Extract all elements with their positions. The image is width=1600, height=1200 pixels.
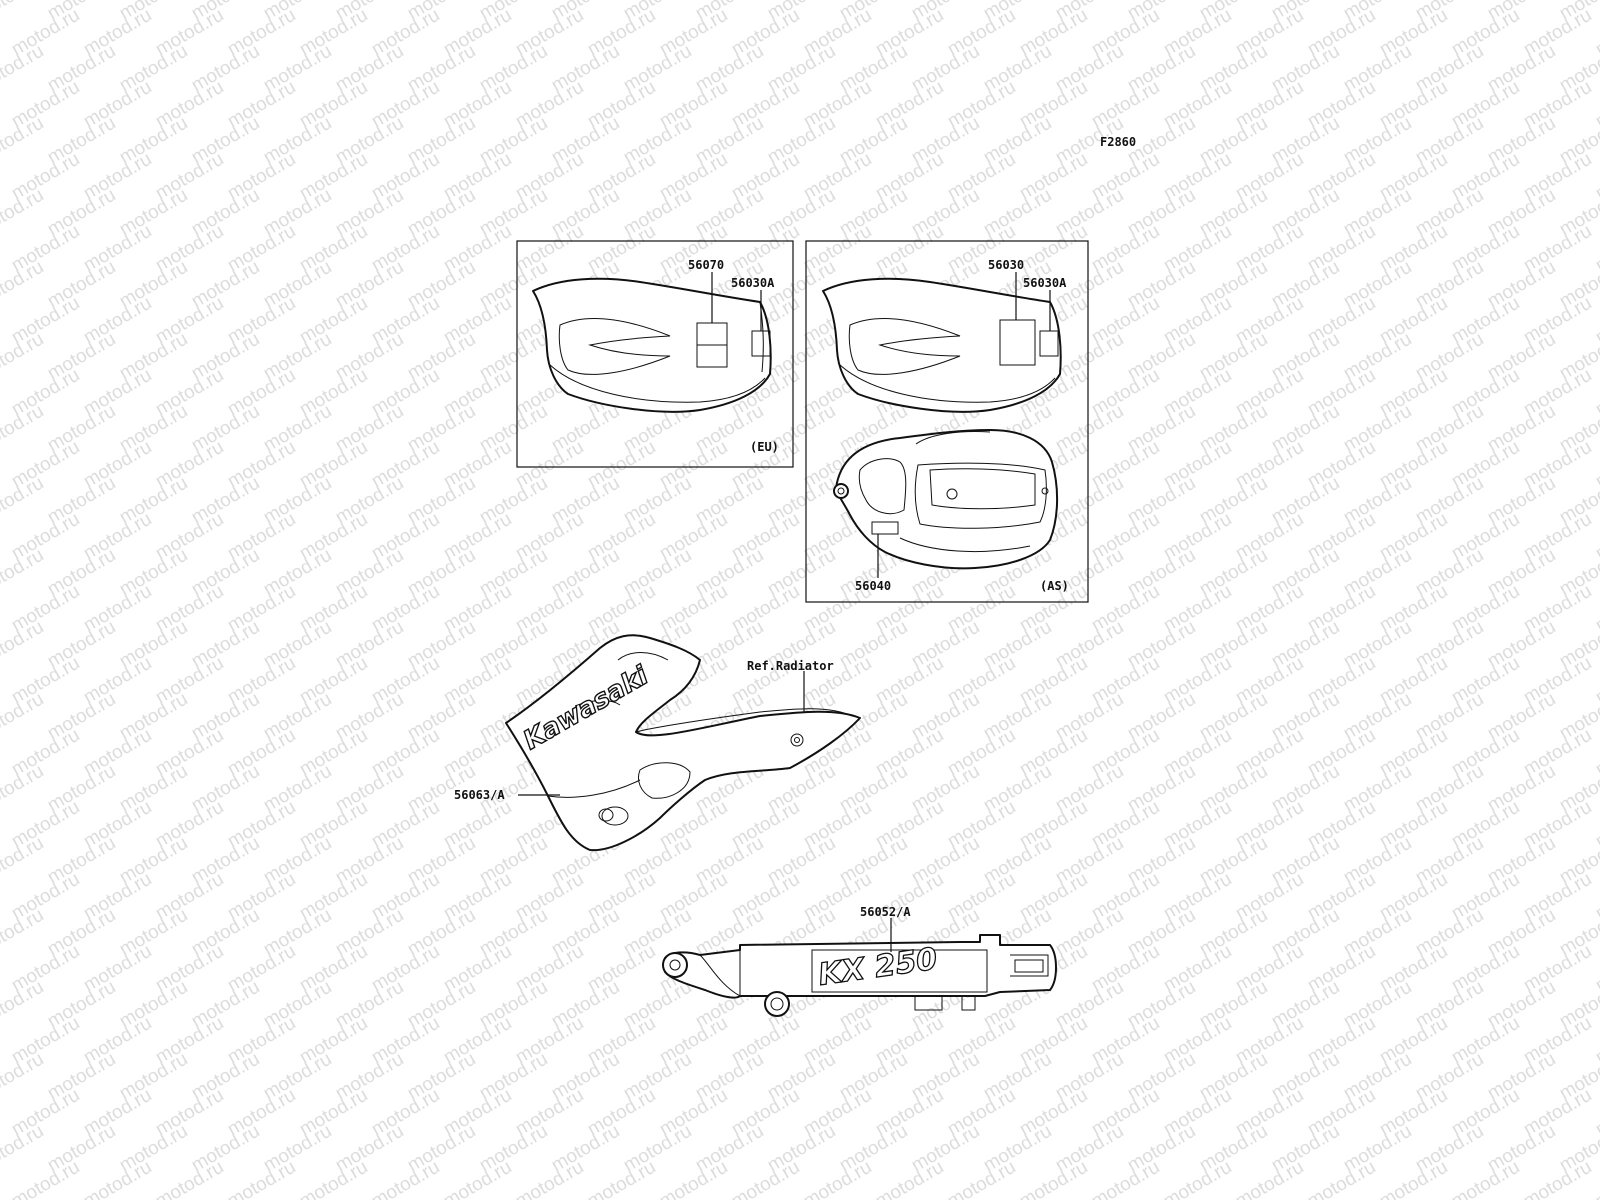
watermark-text: motod.ru	[1592, 869, 1600, 925]
watermark-text: motod.ru	[1592, 1085, 1600, 1141]
watermark-text: motod.ru	[8, 1157, 83, 1200]
watermark-text: motod.ru	[1592, 1013, 1600, 1069]
watermark-text: motod.ru	[0, 905, 47, 961]
watermark-text: motod.ru	[656, 1157, 731, 1200]
watermark-text: motod.ru	[224, 1157, 299, 1200]
watermark-text: motod.ru	[1160, 1157, 1235, 1200]
watermark-text: motod.ru	[0, 1049, 47, 1105]
watermark-text: motod.ru	[296, 1157, 371, 1200]
rear-fender-eu	[532, 277, 772, 413]
watermark-text: motod.ru	[0, 689, 47, 745]
region-as: (AS)	[1040, 579, 1069, 593]
watermark-text: motod.ru	[0, 41, 47, 97]
watermark-text: motod.ru	[1592, 653, 1600, 709]
watermark-text: motod.ru	[440, 1157, 515, 1200]
watermark-text: motod.ru	[1520, 1157, 1595, 1200]
watermark-text: motod.ru	[728, 1157, 803, 1200]
airbox-as	[833, 429, 1059, 570]
watermark-text: motod.ru	[1232, 1157, 1307, 1200]
watermark-text: motod.ru	[512, 1157, 587, 1200]
callout-56040: 56040	[855, 579, 891, 593]
watermark-text: motod.ru	[872, 1157, 947, 1200]
watermark-text: motod.ru	[1592, 437, 1600, 493]
watermark-text: motod.ru	[1304, 1157, 1379, 1200]
region-eu: (EU)	[750, 440, 779, 454]
watermark-text: motod.ru	[0, 113, 47, 169]
watermark-text: motod.ru	[152, 1157, 227, 1200]
watermark-text: motod.ru	[1592, 5, 1600, 61]
watermark-text: motod.ru	[1592, 509, 1600, 565]
watermark-text: motod.ru	[0, 1121, 47, 1177]
watermark-text: motod.ru	[0, 401, 47, 457]
callout-56030A-as: 56030A	[1023, 276, 1067, 290]
watermark-text: motod.ru	[944, 1157, 1019, 1200]
watermark-text: motod.ru	[1448, 1157, 1523, 1200]
callout-56070: 56070	[688, 258, 724, 272]
watermark-text: motod.ru	[0, 617, 47, 673]
watermark-text: motod.ru	[0, 833, 47, 889]
watermark-text: motod.ru	[1592, 221, 1600, 277]
watermark-text: motod.ru	[0, 329, 47, 385]
watermark-text: motod.ru	[1592, 797, 1600, 853]
watermark-text: motod.ru	[0, 977, 47, 1033]
watermark-text: motod.ru	[368, 1157, 443, 1200]
rear-fender-as	[822, 277, 1062, 413]
watermark-text: motod.ru	[0, 185, 47, 241]
callout-56030: 56030	[988, 258, 1024, 272]
watermark-text: motod.ru	[1592, 149, 1600, 205]
watermark-text: motod.ru	[1592, 1157, 1600, 1200]
watermark-text: motod.ru	[1592, 77, 1600, 133]
watermark-text: motod.ru	[584, 1157, 659, 1200]
figure-code: F2860	[1100, 135, 1136, 149]
watermark-text: motod.ru	[0, 545, 47, 601]
watermark-text: motod.ru	[1592, 725, 1600, 781]
watermark-text: motod.ru	[1088, 1157, 1163, 1200]
watermark-text: motod.ru	[1592, 365, 1600, 421]
callout-ref-radiator: Ref.Radiator	[747, 659, 834, 673]
watermark-text: motod.ru	[1016, 1157, 1091, 1200]
watermark-text: motod.ru	[1592, 293, 1600, 349]
watermark-text: motod.ru	[1592, 941, 1600, 997]
callout-56030A-eu: 56030A	[731, 276, 775, 290]
watermark-text: motod.ru	[0, 257, 47, 313]
watermark-text: motod.ru	[1592, 581, 1600, 637]
callout-56052-A: 56052/A	[860, 905, 911, 919]
watermark-text: motod.ru	[0, 473, 47, 529]
watermark-text: motod.ru	[0, 761, 47, 817]
watermark-text: motod.ru	[1376, 1157, 1451, 1200]
watermark-text: motod.ru	[0, 0, 47, 24]
callout-56063-A: 56063/A	[454, 788, 505, 802]
watermark-text: motod.ru	[800, 1157, 875, 1200]
watermark-text: motod.ru	[80, 1157, 155, 1200]
